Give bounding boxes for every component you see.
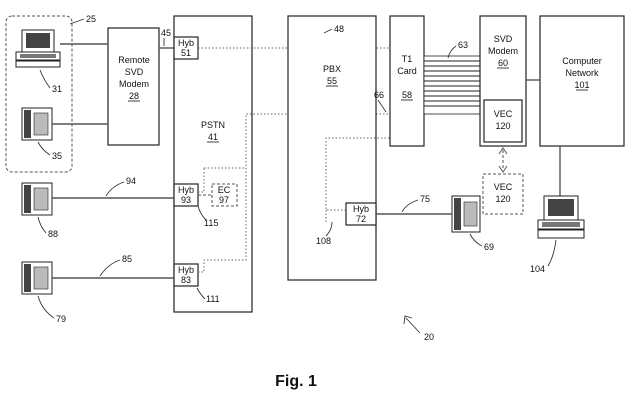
- computer-network-line-1: Computer: [562, 56, 602, 66]
- vec-inside-ref: 120: [495, 121, 510, 131]
- ref-phone-69: 69: [484, 242, 494, 252]
- ref-remote-site: 25: [86, 14, 96, 24]
- ec-97-ref: 97: [219, 195, 229, 205]
- ref-line-75: 75: [420, 194, 430, 204]
- ref-phone-88: 88: [48, 229, 58, 239]
- ref-line-66: 66: [374, 90, 384, 100]
- computer-terminal-icon: [15, 29, 61, 68]
- pstn-block: [173, 15, 253, 313]
- remote-svd-modem-block: [107, 27, 160, 146]
- ref-line-45: 45: [161, 28, 171, 38]
- hyb-72-name: Hyb: [353, 204, 369, 214]
- ref-cable-63: 63: [458, 40, 468, 50]
- vec-inside-block: [483, 99, 523, 143]
- hyb-83-name: Hyb: [178, 265, 194, 275]
- ref-line-85: 85: [122, 254, 132, 264]
- pbx-ref: 55: [327, 76, 337, 86]
- ref-pbx-48: 48: [334, 24, 344, 34]
- svd-modem-ref: 60: [498, 58, 508, 68]
- computer-network-ref: 101: [574, 80, 589, 90]
- ref-system-20: 20: [424, 332, 434, 342]
- hyb-93-ref: 93: [181, 195, 191, 205]
- telephone-79-icon: [21, 261, 53, 295]
- telephone-88-icon: [21, 182, 53, 216]
- vec-inside-name: VEC: [494, 109, 513, 119]
- svd-modem-line-1: SVD: [494, 34, 513, 44]
- vec-external-block: [482, 173, 524, 215]
- ref-computer-terminal: 31: [52, 84, 62, 94]
- remote-site-enclosure: [5, 15, 73, 173]
- t1-card-block: [389, 15, 425, 147]
- hyb-72-ref: 72: [356, 214, 366, 224]
- remote-modem-line-2: SVD: [125, 67, 144, 77]
- ref-telephone-remote: 35: [52, 151, 62, 161]
- ec-97-name: EC: [218, 185, 231, 195]
- pstn-ref: 41: [208, 132, 218, 142]
- ref-108: 108: [316, 236, 331, 246]
- ec-97-block: [211, 183, 238, 207]
- ref-terminal-104: 104: [530, 264, 545, 274]
- hyb-51-name: Hyb: [178, 38, 194, 48]
- vec-external-ref: 120: [495, 194, 510, 204]
- remote-modem-line-1: Remote: [118, 55, 150, 65]
- hyb-83-ref: 83: [181, 275, 191, 285]
- pbx-block: [287, 15, 377, 281]
- remote-modem-line-3: Modem: [119, 79, 149, 89]
- t1-card-ref: 58: [402, 90, 412, 100]
- ref-phone-79: 79: [56, 314, 66, 324]
- ref-111: 111: [206, 294, 220, 304]
- computer-network-line-2: Network: [565, 68, 599, 78]
- hyb-83-block: [173, 263, 199, 287]
- ref-115: 115: [204, 218, 218, 228]
- computer-network-block: [539, 15, 625, 147]
- svd-modem-line-2: Modem: [488, 46, 518, 56]
- hyb-51-ref: 51: [181, 48, 191, 58]
- telephone-69-icon: [451, 195, 481, 233]
- t1-card-line-2: Card: [397, 66, 417, 76]
- t1-card-line-1: T1: [402, 54, 413, 64]
- ref-line-94: 94: [126, 176, 136, 186]
- figure-caption: Fig. 1: [275, 373, 317, 390]
- pstn-name: PSTN: [201, 120, 225, 130]
- computer-terminal-104-icon: [537, 195, 585, 239]
- cable-63: [423, 55, 481, 115]
- telephone-remote-icon: [21, 107, 53, 141]
- remote-modem-ref: 28: [129, 91, 139, 101]
- pbx-name: PBX: [323, 64, 341, 74]
- vec-external-name: VEC: [494, 182, 513, 192]
- hyb-93-name: Hyb: [178, 185, 194, 195]
